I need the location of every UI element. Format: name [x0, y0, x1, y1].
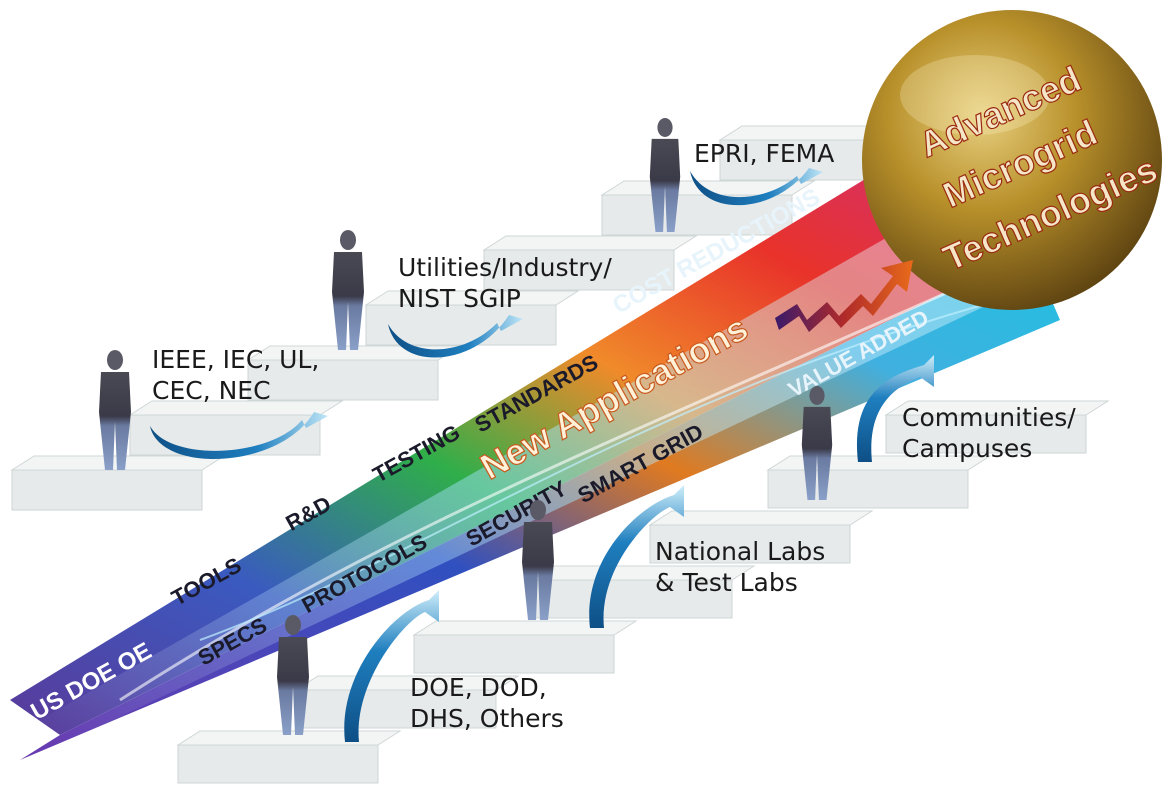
- person-figure: [277, 615, 309, 735]
- curved-arrow: [150, 412, 328, 460]
- person-figure: [332, 230, 364, 350]
- label-line: Communities/: [902, 403, 1076, 432]
- label-line: CEC, NEC: [152, 376, 271, 405]
- stair-step: [648, 510, 874, 564]
- beam-swirl: [119, 258, 1021, 702]
- label-line: National Labs: [655, 537, 826, 566]
- curved-arrow: [589, 485, 684, 628]
- label-line: & Test Labs: [655, 568, 798, 597]
- lower-staircase: [176, 400, 1110, 784]
- globe-sphere: [862, 10, 1162, 310]
- stair-step: [412, 620, 638, 674]
- stair-step: [294, 675, 520, 729]
- persons: [99, 118, 833, 735]
- curved-arrows: [150, 168, 934, 742]
- label-line: Utilities/Industry/: [398, 253, 612, 282]
- stair-step: [128, 400, 344, 456]
- person-figure: [522, 500, 554, 620]
- person-figure: [649, 118, 681, 232]
- squiggle-arrow: [775, 260, 913, 332]
- stakeholder-label-utilities: Utilities/Industry/ NIST SGIP: [398, 252, 612, 314]
- stakeholder-label-standards-bodies: IEEE, IEC, UL, CEC, NEC: [152, 344, 319, 406]
- stakeholder-label-communities: Communities/ Campuses: [902, 402, 1076, 464]
- person-figure: [99, 350, 131, 470]
- globe-highlight: [900, 55, 1050, 135]
- stair-step: [176, 730, 402, 784]
- globe: Advanced Microgrid Technologies: [862, 10, 1164, 310]
- label-line: DOE, DOD,: [410, 673, 547, 702]
- stair-step: [482, 235, 698, 291]
- label-line: DHS, Others: [410, 704, 564, 733]
- curved-arrow: [690, 168, 823, 206]
- curved-arrow: [388, 315, 523, 358]
- stair-step: [10, 455, 226, 511]
- label-line: NIST SGIP: [398, 284, 521, 313]
- stakeholder-label-labs: National Labs & Test Labs: [655, 536, 825, 598]
- beam-swirl: [199, 299, 1001, 641]
- stair-step: [530, 565, 756, 619]
- curved-arrow: [856, 355, 934, 462]
- label-line: Campuses: [902, 434, 1033, 463]
- label-line: EPRI, FEMA: [694, 139, 835, 168]
- stair-step: [884, 400, 1110, 454]
- label-line: IEEE, IEC, UL,: [152, 345, 320, 374]
- person-figure: [801, 386, 833, 500]
- stakeholder-label-agencies: DOE, DOD, DHS, Others: [410, 672, 564, 734]
- curved-arrow: [344, 590, 439, 742]
- stakeholder-label-epri-fema: EPRI, FEMA: [694, 138, 834, 169]
